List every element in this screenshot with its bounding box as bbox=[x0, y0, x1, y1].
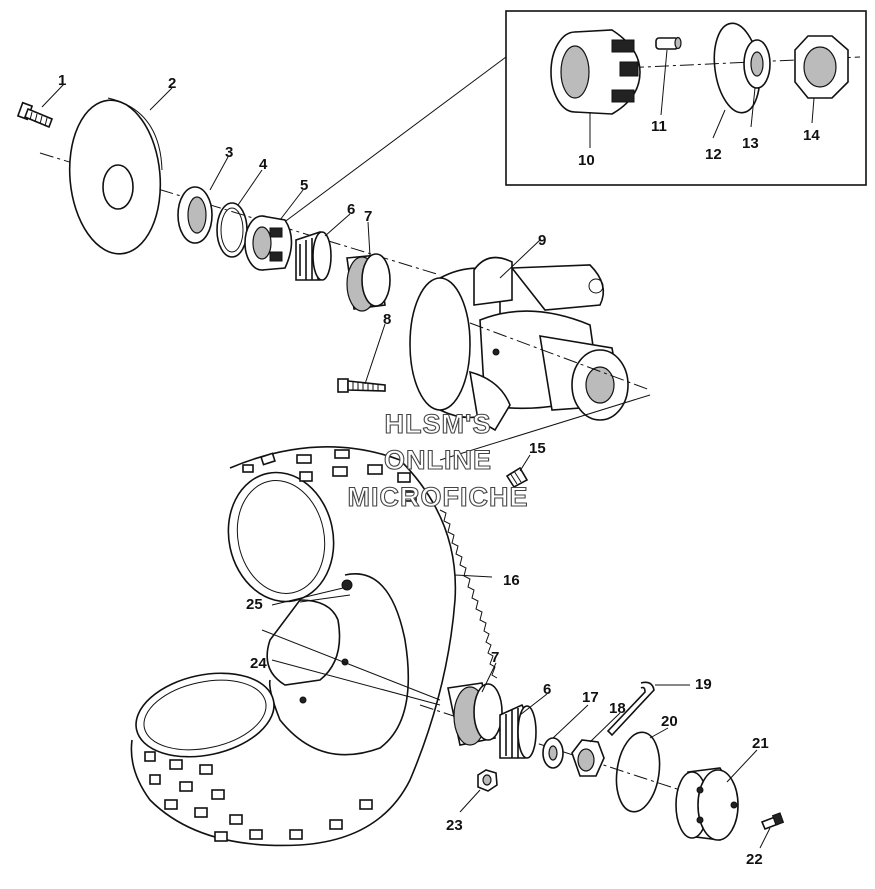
callout-16: 16 bbox=[503, 572, 520, 589]
callout-25: 25 bbox=[246, 596, 263, 613]
callout-8: 8 bbox=[383, 311, 391, 328]
callout-19: 19 bbox=[695, 676, 712, 693]
part-18-nut bbox=[571, 739, 605, 777]
watermark-line-1: HLSM'S bbox=[385, 409, 492, 439]
part-20-oring bbox=[615, 731, 661, 813]
callout-7b: 7 bbox=[491, 649, 499, 666]
callout-13: 13 bbox=[742, 135, 759, 152]
callout-20: 20 bbox=[661, 713, 678, 730]
callout-1: 1 bbox=[58, 72, 66, 89]
tread-blocks-bottom bbox=[144, 751, 373, 842]
part-13-washer bbox=[743, 39, 771, 89]
callout-6b: 6 bbox=[543, 681, 551, 698]
callout-15: 15 bbox=[529, 440, 546, 457]
callout-labels: 1 2 3 4 5 6 7 8 9 10 11 12 13 14 15 16 7… bbox=[58, 72, 820, 868]
callout-23: 23 bbox=[446, 817, 463, 834]
callout-18: 18 bbox=[609, 700, 626, 717]
part-8-bolt bbox=[337, 378, 386, 393]
callout-10: 10 bbox=[578, 152, 595, 169]
callout-2: 2 bbox=[168, 75, 176, 92]
part-10-collar bbox=[550, 29, 641, 115]
callout-3: 3 bbox=[225, 144, 233, 161]
inset-detail-box bbox=[270, 10, 867, 233]
callout-11: 11 bbox=[651, 118, 667, 135]
callout-21: 21 bbox=[752, 735, 769, 752]
watermark: HLSM'S ONLINE MICROFICHE bbox=[347, 408, 529, 512]
part-2-disc bbox=[68, 97, 163, 255]
part-22-screw bbox=[760, 812, 785, 831]
part-16-tire-wheel bbox=[130, 394, 651, 847]
callout-9: 9 bbox=[538, 232, 546, 249]
watermark-line-3: MICROFICHE bbox=[348, 482, 529, 512]
callout-24: 24 bbox=[250, 655, 267, 672]
part-23-lugnut bbox=[477, 769, 498, 792]
part-9-knuckle bbox=[409, 256, 651, 432]
callout-4: 4 bbox=[259, 156, 268, 173]
callout-17: 17 bbox=[582, 689, 599, 706]
watermark-line-2: ONLINE bbox=[384, 445, 492, 475]
callout-5: 5 bbox=[300, 177, 308, 194]
part-14-nut bbox=[794, 35, 849, 99]
part-19-cotter-pin bbox=[606, 681, 655, 737]
part-17-washer bbox=[542, 737, 564, 769]
part-6b-bearing bbox=[499, 703, 537, 759]
callout-22: 22 bbox=[746, 851, 763, 868]
part-5-collar bbox=[244, 215, 293, 271]
part-15-valve bbox=[505, 466, 529, 489]
part-6-bearing bbox=[295, 231, 332, 281]
callout-7: 7 bbox=[364, 208, 372, 225]
part-21-hubcap bbox=[675, 767, 739, 841]
part-7b-race bbox=[447, 682, 503, 746]
tread-blocks-top bbox=[242, 449, 417, 502]
callout-12: 12 bbox=[705, 146, 722, 163]
callout-14: 14 bbox=[803, 127, 820, 144]
part-3-ring bbox=[177, 186, 213, 244]
part-1-bolt bbox=[16, 101, 54, 129]
upper-assembly bbox=[16, 83, 651, 432]
part-7-race bbox=[346, 253, 391, 312]
lower-assembly bbox=[419, 662, 785, 849]
callout-6: 6 bbox=[347, 201, 355, 218]
part-11-pin bbox=[655, 36, 682, 50]
